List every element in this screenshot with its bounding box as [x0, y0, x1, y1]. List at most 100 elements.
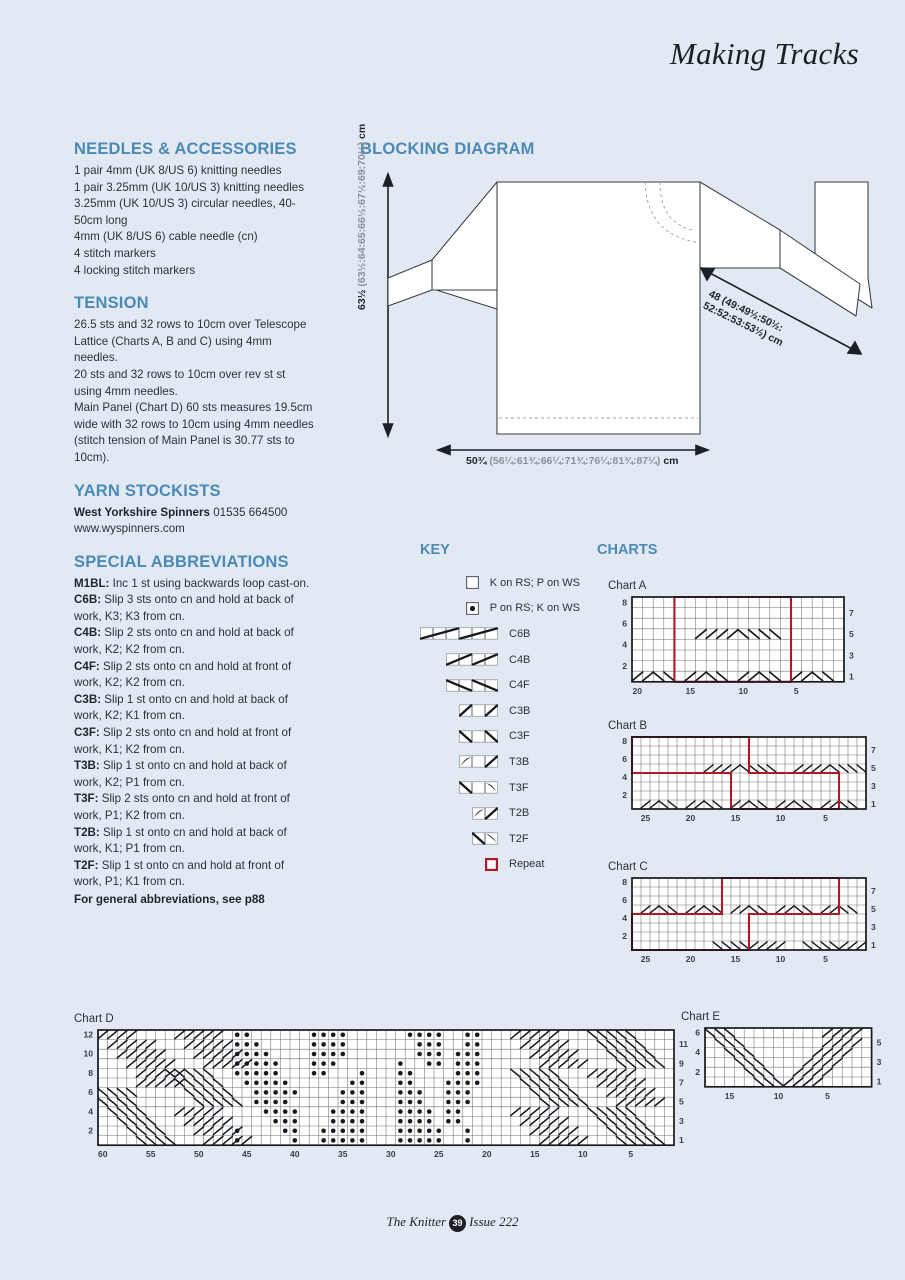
svg-text:10: 10 — [578, 1149, 588, 1159]
svg-text:35: 35 — [338, 1149, 348, 1159]
key-label: T2F — [509, 832, 529, 845]
svg-text:7: 7 — [871, 886, 876, 896]
page-title: Making Tracks — [669, 36, 859, 71]
svg-text:5: 5 — [823, 954, 828, 964]
t3b-symbol — [420, 755, 498, 769]
svg-text:6: 6 — [622, 618, 627, 628]
svg-text:6: 6 — [622, 895, 627, 905]
svg-text:5: 5 — [877, 1037, 882, 1047]
abbreviation-term: T2B: — [74, 825, 100, 839]
c4b-symbol — [420, 653, 498, 666]
tension-line: 20 sts and 32 rows to 10cm over rev st s… — [74, 367, 286, 398]
abbreviations-section: SPECIAL ABBREVIATIONS M1BL: Inc 1 st usi… — [74, 553, 314, 909]
svg-text:1: 1 — [871, 940, 876, 950]
stockist-web[interactable]: www.wyspinners.com — [74, 522, 185, 536]
svg-text:5: 5 — [628, 1149, 633, 1159]
abbreviation-term: T3B: — [74, 759, 100, 773]
svg-text:40: 40 — [290, 1149, 300, 1159]
needles-line: 1 pair 3.25mm (UK 10/US 3) knitting need… — [74, 180, 305, 194]
svg-text:9: 9 — [679, 1058, 684, 1068]
abbreviation-term: C4B: — [74, 626, 102, 640]
key-row: T3F — [420, 775, 580, 801]
svg-text:5: 5 — [794, 686, 799, 696]
svg-text:11: 11 — [679, 1039, 688, 1049]
footer-magazine: The Knitter — [386, 1214, 447, 1230]
stockist-line: West Yorkshire Spinners 01535 664500 — [74, 505, 314, 522]
key-row: T3B — [420, 749, 580, 775]
abbreviation-item: C4B: Slip 2 sts onto cn and hold at back… — [74, 626, 294, 657]
key-label: K on RS; P on WS — [489, 576, 580, 589]
chart-c-title: Chart C — [608, 861, 648, 873]
key-label: C3F — [509, 730, 530, 743]
svg-text:6: 6 — [88, 1087, 93, 1097]
svg-text:60: 60 — [98, 1149, 108, 1159]
key-row: C6B — [420, 621, 580, 647]
repeat-symbol — [420, 857, 498, 871]
svg-text:12: 12 — [83, 1029, 93, 1039]
key-label: T2B — [509, 807, 530, 820]
tension-heading: TENSION — [74, 294, 149, 313]
tension-line: 26.5 sts and 32 rows to 10cm over Telesc… — [74, 318, 307, 365]
key-label: T3B — [509, 755, 530, 768]
height-main: 63½ — [356, 289, 368, 310]
svg-text:10: 10 — [774, 1091, 784, 1101]
tension-section: TENSION 26.5 sts and 32 rows to 10cm ove… — [74, 294, 314, 466]
blocking-heading-wrap: BLOCKING DIAGRAM — [360, 140, 535, 163]
svg-text:25: 25 — [641, 813, 651, 823]
purl-symbol — [420, 601, 479, 615]
svg-text:2: 2 — [622, 661, 627, 671]
width-unit: cm — [663, 455, 679, 467]
svg-text:5: 5 — [679, 1097, 684, 1107]
width-main: 50¾ — [466, 455, 487, 467]
svg-text:20: 20 — [686, 954, 696, 964]
abbreviation-item: C3B: Slip 1 st onto cn and hold at back … — [74, 692, 288, 723]
key-heading: KEY — [420, 542, 450, 558]
abbreviation-term: T3F: — [74, 792, 99, 806]
stockists-section: YARN STOCKISTS West Yorkshire Spinners 0… — [74, 482, 314, 538]
svg-text:3: 3 — [877, 1057, 882, 1067]
svg-text:30: 30 — [386, 1149, 396, 1159]
svg-text:1: 1 — [871, 799, 876, 809]
abbreviation-item: M1BL: Inc 1 st using backwards loop cast… — [74, 576, 310, 590]
knit-symbol — [420, 576, 479, 590]
svg-text:1: 1 — [849, 671, 854, 681]
svg-text:5: 5 — [871, 904, 876, 914]
svg-text:3: 3 — [871, 922, 876, 932]
key-row: K on RS; P on WS — [420, 570, 580, 596]
needles-heading: NEEDLES & ACCESSORIES — [74, 140, 297, 158]
left-column: NEEDLES & ACCESSORIES 1 pair 4mm (UK 8/U… — [74, 140, 314, 924]
height-alt: (63½:64:65:66½:67½:69:70½) — [356, 141, 368, 287]
svg-text:4: 4 — [622, 640, 627, 650]
svg-text:50: 50 — [194, 1149, 204, 1159]
svg-text:7: 7 — [849, 608, 854, 618]
abbreviation-term: C3B: — [74, 692, 102, 706]
svg-text:7: 7 — [871, 745, 876, 755]
svg-text:15: 15 — [731, 954, 741, 964]
key-row: T2F — [420, 826, 580, 852]
key-label: C4F — [509, 679, 530, 692]
svg-text:1: 1 — [679, 1135, 684, 1145]
svg-text:3: 3 — [679, 1116, 684, 1126]
blocking-heading: BLOCKING DIAGRAM — [360, 140, 535, 158]
chart-b-title: Chart B — [608, 720, 647, 732]
svg-text:5: 5 — [823, 813, 828, 823]
svg-text:2: 2 — [695, 1067, 700, 1077]
svg-text:15: 15 — [731, 813, 741, 823]
svg-text:2: 2 — [622, 790, 627, 800]
svg-text:10: 10 — [776, 813, 786, 823]
t2f-symbol — [420, 832, 498, 845]
abbreviation-item: T2F: Slip 1 st onto cn and hold at front… — [74, 858, 285, 889]
svg-text:20: 20 — [633, 686, 643, 696]
svg-text:6: 6 — [695, 1028, 700, 1038]
chart-e-title: Chart E — [681, 1011, 720, 1023]
svg-text:8: 8 — [622, 597, 627, 607]
svg-text:15: 15 — [725, 1091, 735, 1101]
key-row: C4B — [420, 647, 580, 673]
